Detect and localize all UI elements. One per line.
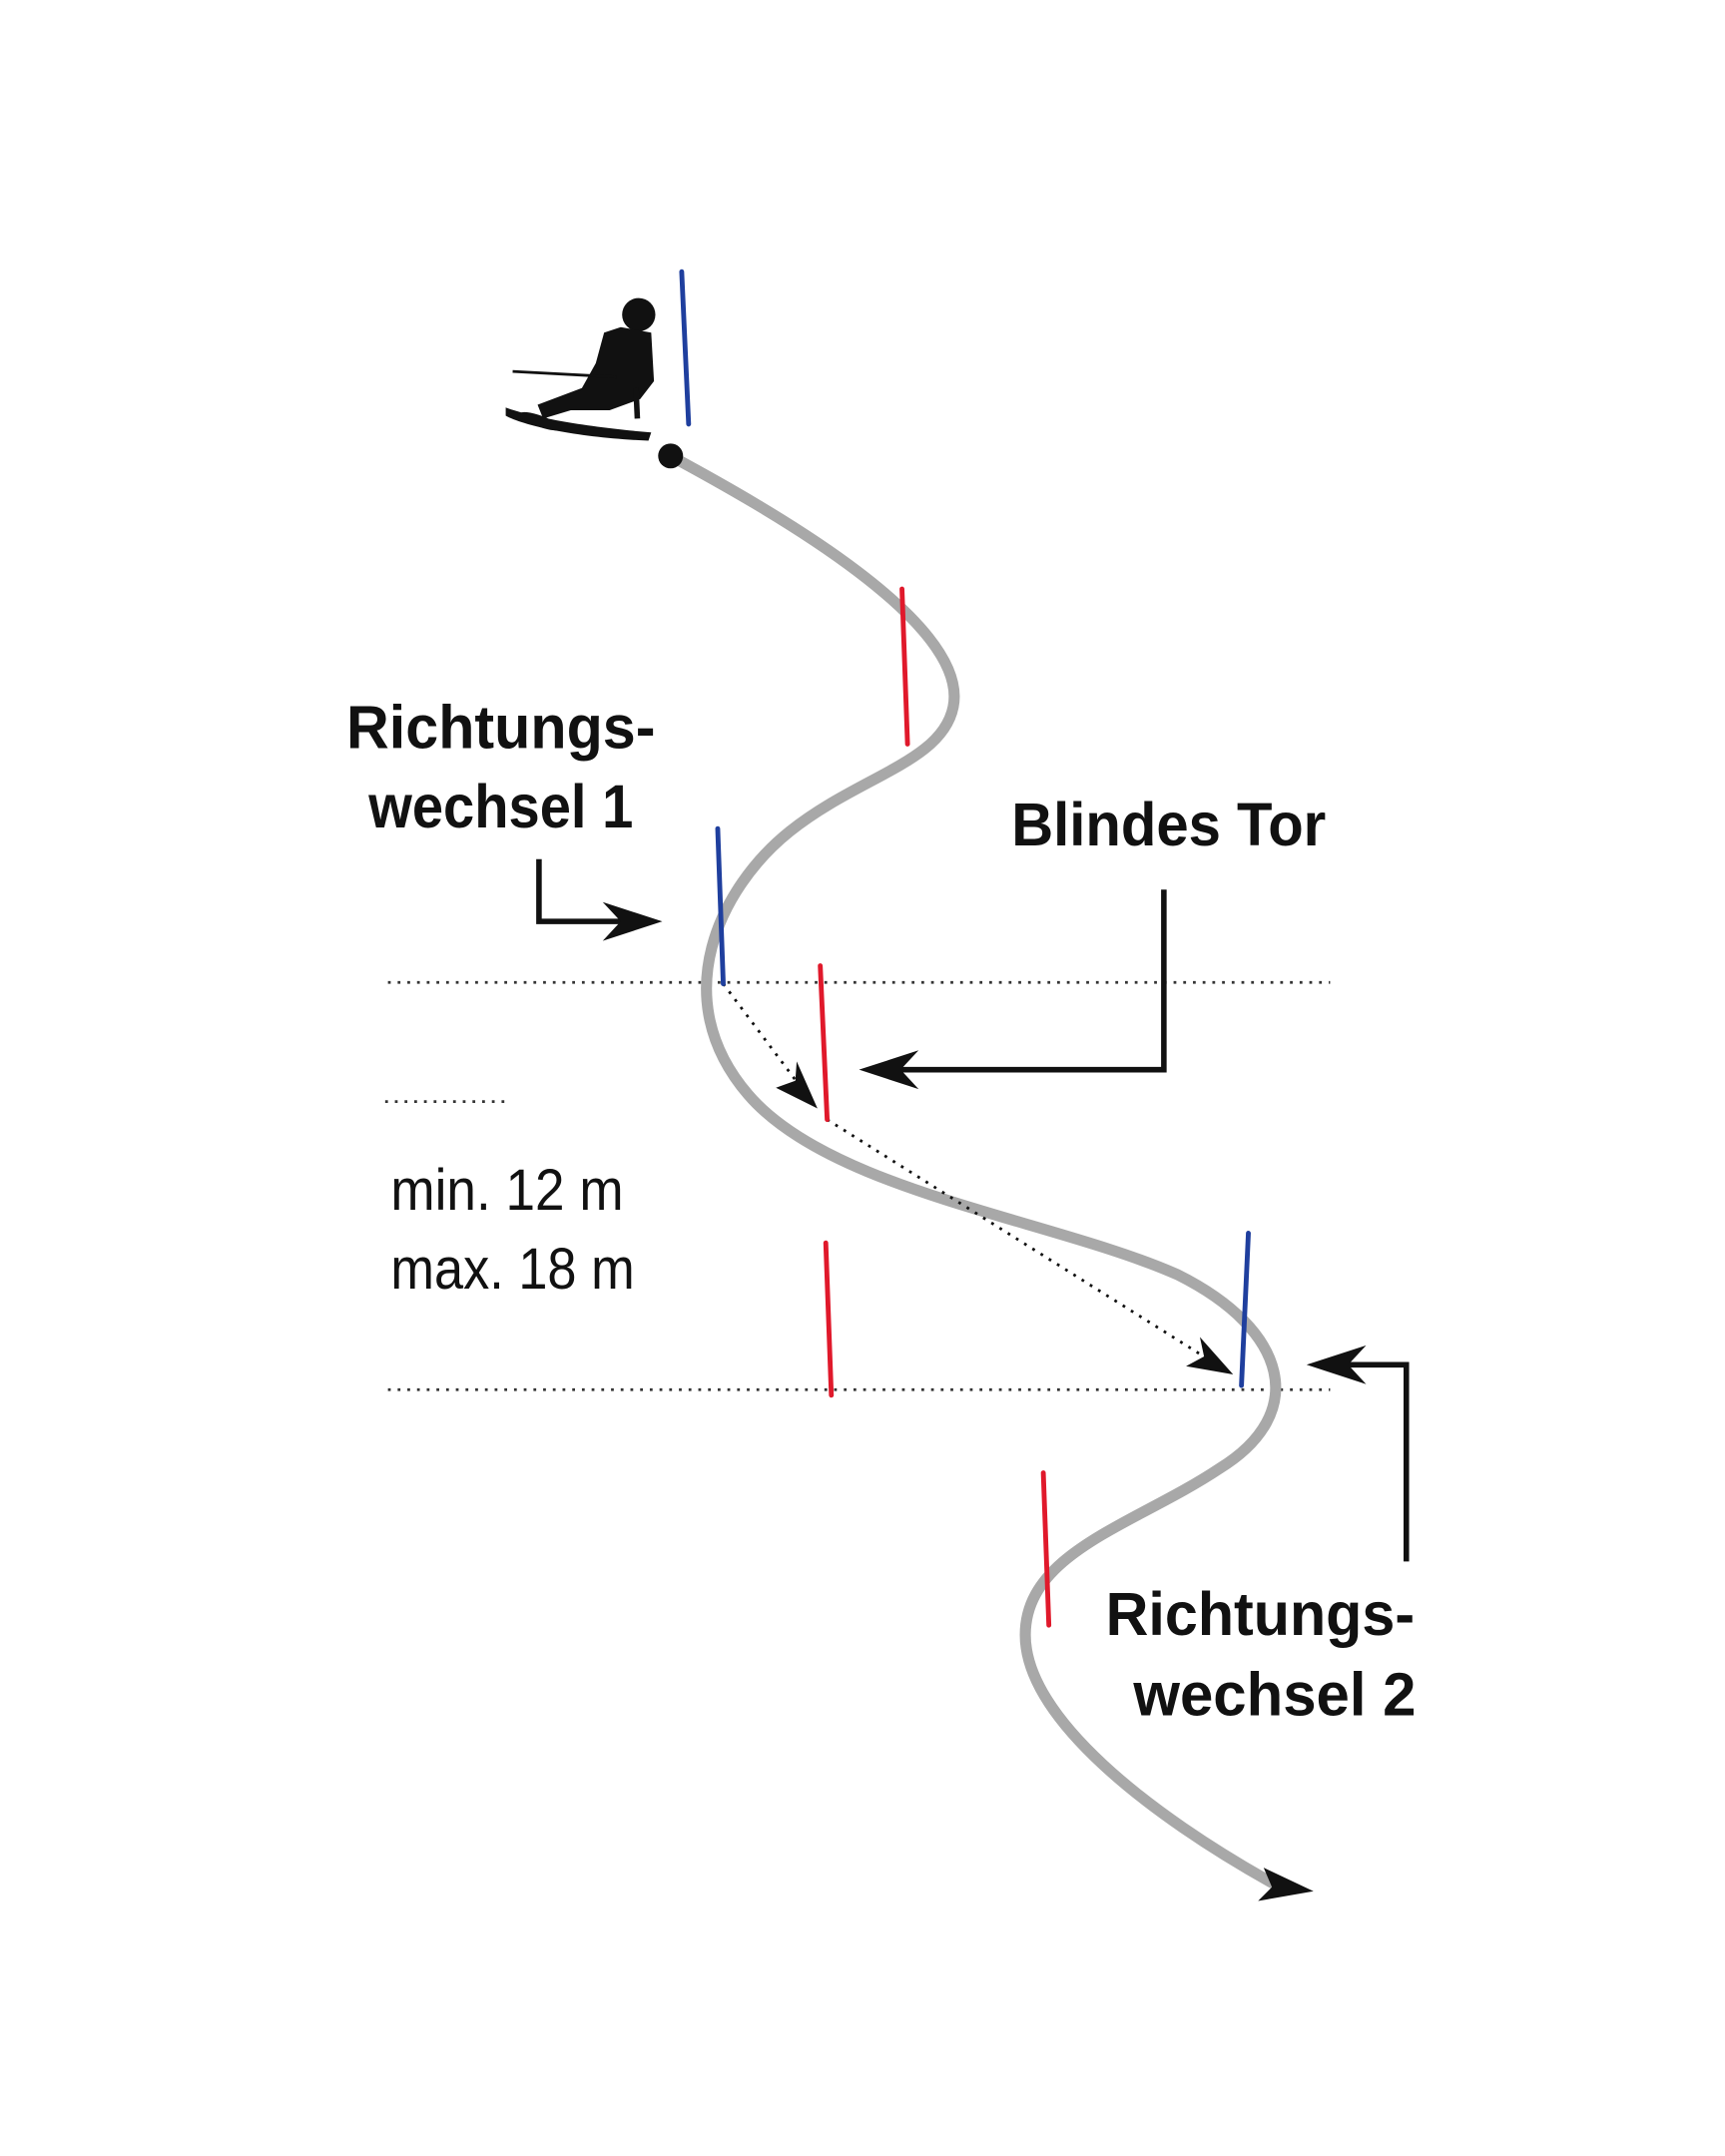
red-gate-blind xyxy=(818,963,831,1123)
change2-arrow xyxy=(1337,1361,1410,1562)
red-gate xyxy=(823,1240,835,1398)
change1-label-line1: Richtungs- xyxy=(346,694,656,762)
ideal-line-arrows xyxy=(722,982,1221,1367)
red-gate xyxy=(899,586,910,747)
skier-icon xyxy=(505,297,684,469)
ski-track xyxy=(665,450,1282,1890)
red-gate xyxy=(1040,1470,1052,1628)
blue-gate xyxy=(715,825,726,987)
blue-gate xyxy=(1239,1231,1251,1388)
track-end-arrow-icon xyxy=(1258,1868,1314,1901)
change2-label-line1: Richtungs- xyxy=(1106,1580,1416,1648)
dotted-arrowhead-icon xyxy=(1186,1337,1234,1375)
blind-gate-arrow xyxy=(886,889,1167,1073)
dotted-arrowhead-icon xyxy=(776,1061,818,1109)
distance-max-label: max. 18 m xyxy=(390,1237,634,1302)
start-dot xyxy=(658,443,684,469)
callout-arrows xyxy=(536,858,1410,1562)
blind-gate-label: Blindes Tor xyxy=(1011,791,1326,858)
change1-label-line2: wechsel 1 xyxy=(367,773,633,840)
arrowhead-icon xyxy=(602,901,663,941)
blue-gate xyxy=(679,269,692,427)
reference-lines xyxy=(384,980,1331,1391)
change2-label-line2: wechsel 2 xyxy=(1132,1660,1416,1728)
arrowhead-icon xyxy=(1306,1345,1367,1384)
gates xyxy=(679,269,1251,1628)
distance-min-label: min. 12 m xyxy=(390,1158,623,1223)
arrowhead-icon xyxy=(859,1050,919,1090)
change1-arrow xyxy=(536,858,635,924)
